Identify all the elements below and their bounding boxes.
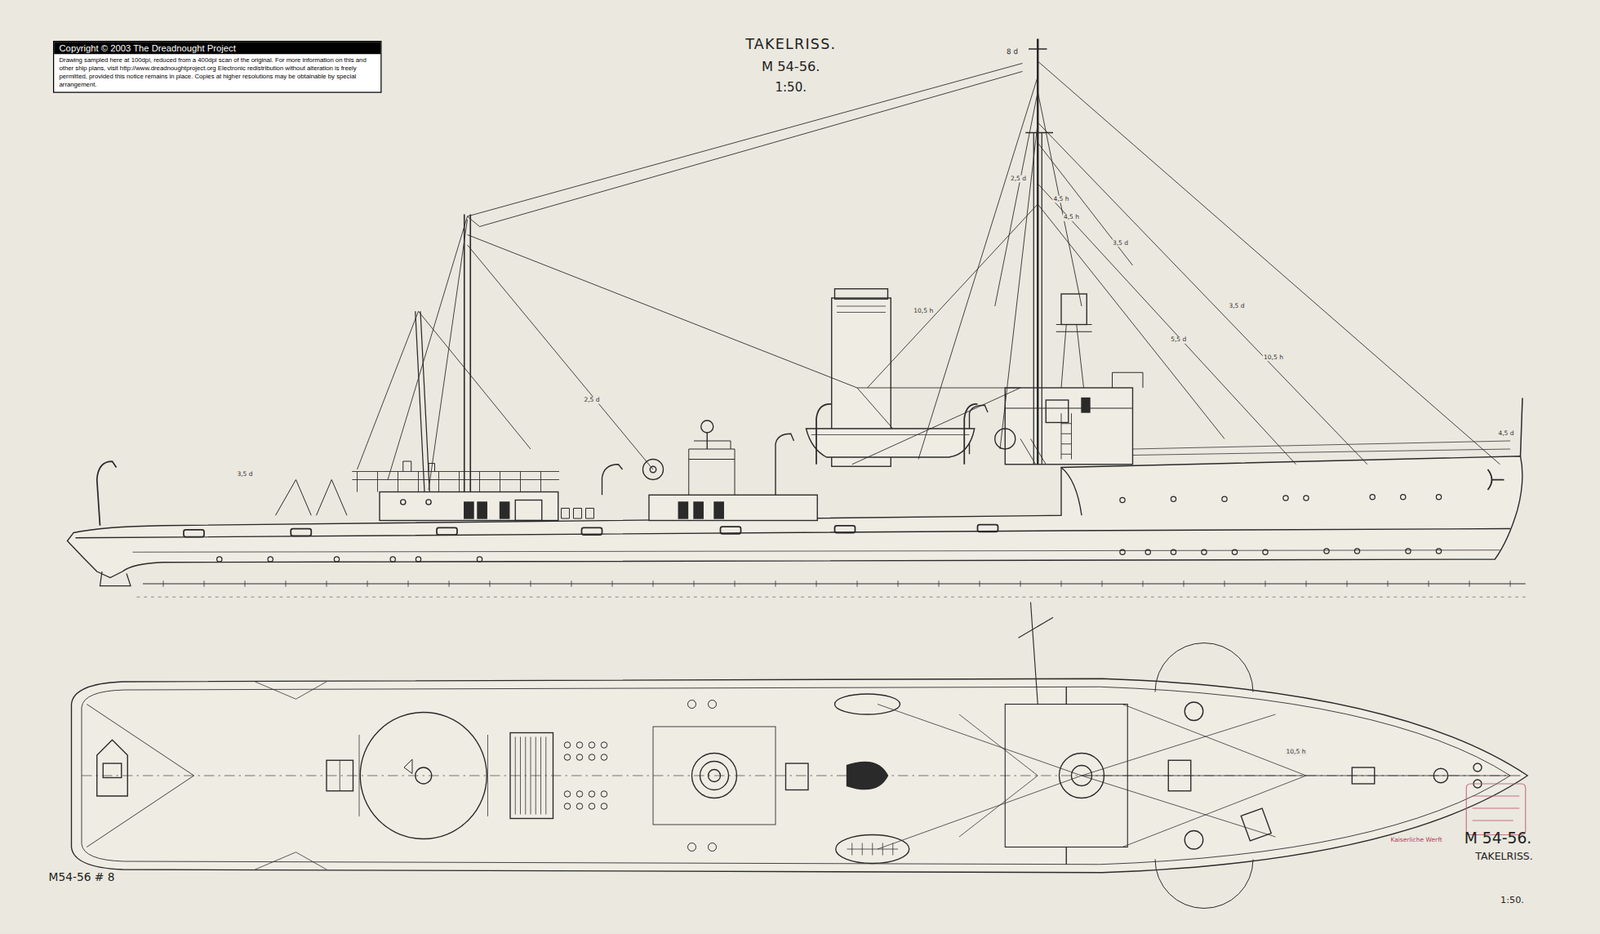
archive-stamp bbox=[1466, 783, 1526, 836]
ship-designation: M 54-56. bbox=[761, 60, 821, 76]
rigging-callout: 8 d bbox=[1005, 48, 1019, 58]
rigging-callout: 5,5 d bbox=[1169, 336, 1188, 343]
rigging-callout: 10,5 h bbox=[1262, 353, 1285, 360]
sheet-title: TAKELRISS. bbox=[1475, 850, 1534, 863]
stamp-text: Kaiserliche Werft bbox=[1390, 836, 1442, 844]
rigging-callout: 10,5 h bbox=[912, 307, 934, 315]
rigging-callout: 4,5 h bbox=[1062, 213, 1081, 221]
rigging-callout: 4,5 d bbox=[1497, 430, 1516, 437]
plan-view bbox=[71, 602, 1529, 909]
rigging-callout: 4,5 h bbox=[1052, 195, 1071, 203]
rigging-callout: 3,5 d bbox=[1227, 302, 1246, 310]
notice-heading: Copyright © 2003 The Dreadnought Project bbox=[53, 41, 381, 54]
notice-box: Copyright © 2003 The Dreadnought Project… bbox=[53, 40, 383, 94]
drawing-title: TAKELRISS. bbox=[745, 36, 836, 53]
sheet-number: M54-56 # 8 bbox=[48, 871, 116, 884]
rigging-callout: 2,5 d bbox=[582, 396, 601, 404]
rigging-callout: 2,5 d bbox=[1009, 175, 1028, 183]
side-profile bbox=[67, 39, 1529, 598]
rigging-callout: 3,5 d bbox=[235, 471, 254, 478]
rigging-callout: 10,5 h bbox=[1284, 748, 1307, 756]
rigging-callout: 3,5 d bbox=[1111, 239, 1130, 246]
ship-designation: M 54-56. bbox=[1464, 830, 1533, 848]
scale-note: 1:50. bbox=[1500, 896, 1525, 907]
scale-note: 1:50. bbox=[775, 80, 807, 94]
notice-body: Drawing sampled here at 100dpi, reduced … bbox=[53, 53, 381, 93]
